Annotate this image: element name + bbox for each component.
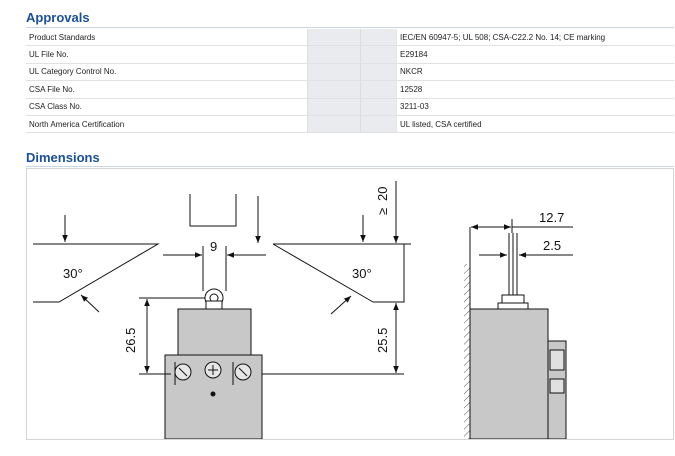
depth-label: 12.7: [539, 210, 564, 225]
approvals-divider: [26, 27, 674, 28]
dimensions-divider: [26, 166, 674, 167]
width-dimension: [163, 246, 266, 291]
table-row: UL File No. E29184: [26, 45, 674, 64]
greater-equal-symbol: ≥: [375, 208, 390, 215]
height-label-left: 26.5: [123, 328, 138, 353]
table-row: CSA Class No. 3211-03: [26, 98, 674, 116]
angle-label-left: 30°: [63, 266, 83, 281]
dimensions-title: Dimensions: [26, 150, 100, 165]
depth-dimension-12-7: [469, 219, 573, 264]
right-ramp-cam: [272, 215, 405, 315]
row-label: UL File No.: [26, 45, 308, 64]
offset-label: 2.5: [543, 238, 561, 253]
dimensions-drawing-frame: 30° 30° 9 26.5 25.5 20 ≥ 12.7 2.5: [26, 168, 674, 440]
roller-actuator: [204, 288, 224, 311]
dimension-drawing: 30° 30° 9 26.5 25.5 20 ≥ 12.7 2.5: [33, 181, 573, 439]
height-dimension-left: [139, 297, 205, 375]
approvals-title: Approvals: [26, 10, 90, 25]
switch-body-front: [164, 308, 263, 439]
row-label: North America Certification: [26, 115, 308, 134]
angle-label-right: 30°: [352, 266, 372, 281]
left-ramp-cam: [33, 215, 160, 313]
row-value: IEC/EN 60947-5; UL 508; CSA-C22.2 No. 14…: [396, 29, 674, 47]
table-row: Product Standards IEC/EN 60947-5; UL 508…: [26, 29, 674, 47]
actuator-guide: [189, 194, 261, 243]
row-label: UL Category Control No.: [26, 63, 308, 82]
row-value: NKCR: [396, 63, 674, 82]
row-value: UL listed, CSA certified: [396, 115, 674, 134]
width-label: 9: [210, 239, 217, 254]
row-label: CSA File No.: [26, 80, 308, 99]
table-row: North America Certification UL listed, C…: [26, 115, 674, 134]
row-value: E29184: [396, 45, 674, 64]
height-label-right: 25.5: [375, 328, 390, 353]
travel-dimension: [388, 181, 411, 245]
travel-label: 20: [375, 187, 390, 201]
row-value: 12528: [396, 80, 674, 99]
switch-side-view: [464, 233, 567, 439]
row-label: Product Standards: [26, 29, 308, 47]
table-row: CSA File No. 12528: [26, 80, 674, 99]
approvals-table: Product Standards IEC/EN 60947-5; UL 508…: [26, 29, 674, 134]
row-value: 3211-03: [396, 98, 674, 116]
table-row: UL Category Control No. NKCR: [26, 63, 674, 82]
row-label: CSA Class No.: [26, 98, 308, 116]
